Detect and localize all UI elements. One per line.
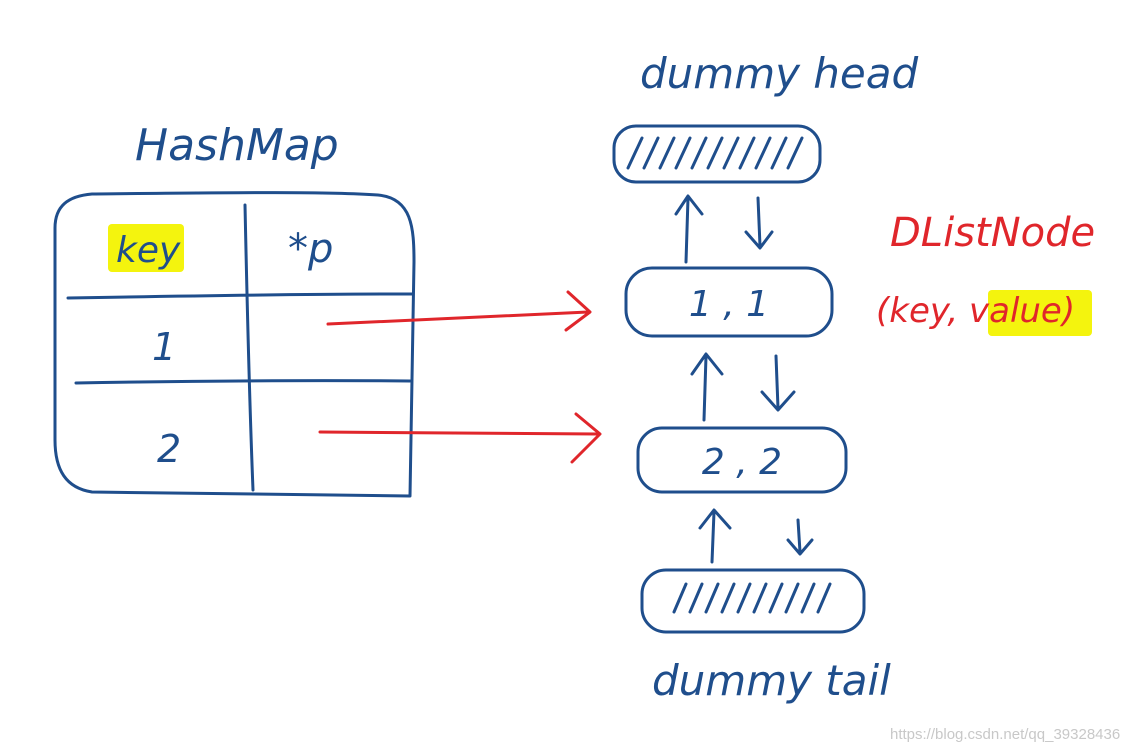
value-highlight: [988, 290, 1092, 336]
hashmap-row-key: 2: [157, 427, 181, 471]
link-arrows-node2-tail: [698, 508, 814, 564]
hashmap-title: HashMap: [135, 120, 339, 171]
fields-open-paren: (: [876, 291, 891, 331]
dummy-tail-node: [640, 568, 866, 634]
hashmap-table-border: [53, 191, 416, 498]
hatch-lines: [672, 582, 832, 614]
dummy-head-label: dummy head: [640, 49, 919, 98]
next-arrow-down: [786, 518, 814, 556]
next-arrow-down: [744, 196, 774, 250]
prev-arrow-up: [674, 194, 704, 264]
fields-separator: ,: [947, 291, 969, 331]
hashmap-header-pointer: *p: [288, 226, 333, 272]
fields-close-paren: ): [1059, 291, 1075, 331]
node-box: [612, 124, 822, 184]
hatch-lines: [626, 136, 804, 170]
pointer-arrow-row-2: [318, 412, 602, 464]
dummy-head-node: [612, 124, 822, 184]
node-box: [636, 426, 848, 494]
prev-arrow-up: [690, 352, 724, 422]
node-box: [640, 568, 866, 634]
hashmap-row-key: 1: [152, 325, 176, 369]
list-node-1: 1 , 1: [624, 266, 834, 338]
watermark: https://blog.csdn.net/qq_39328436: [890, 726, 1120, 743]
hashmap-row-divider-1: [66, 292, 414, 300]
link-arrows-head-node1: [674, 194, 774, 264]
key-highlight: [108, 224, 184, 272]
dummy-tail-label: dummy tail: [652, 656, 891, 705]
dlistnode-fields: (key, value): [876, 291, 1075, 331]
hashmap-row-divider-2: [74, 379, 412, 385]
field-key: key: [889, 291, 951, 331]
hashmap-table: key *p 1 2: [53, 191, 416, 498]
field-value: value: [969, 291, 1062, 331]
next-arrow-down: [760, 354, 796, 412]
pointer-arrow-row-1: [326, 290, 592, 332]
node-value: 2 , 2: [702, 442, 782, 483]
arrow-shaft: [326, 310, 590, 326]
node-box: [624, 266, 834, 338]
hashmap-column-divider: [243, 203, 255, 492]
prev-arrow-up: [698, 508, 732, 564]
arrow-shaft: [318, 430, 600, 436]
arrow-head: [570, 412, 602, 464]
arrow-head: [564, 290, 592, 332]
node-value: 1 , 1: [689, 284, 769, 325]
list-node-2: 2 , 2: [636, 426, 848, 494]
dlistnode-label: DListNode: [890, 210, 1095, 256]
link-arrows-node1-node2: [690, 352, 796, 422]
hashmap-header-key: key: [116, 230, 181, 271]
